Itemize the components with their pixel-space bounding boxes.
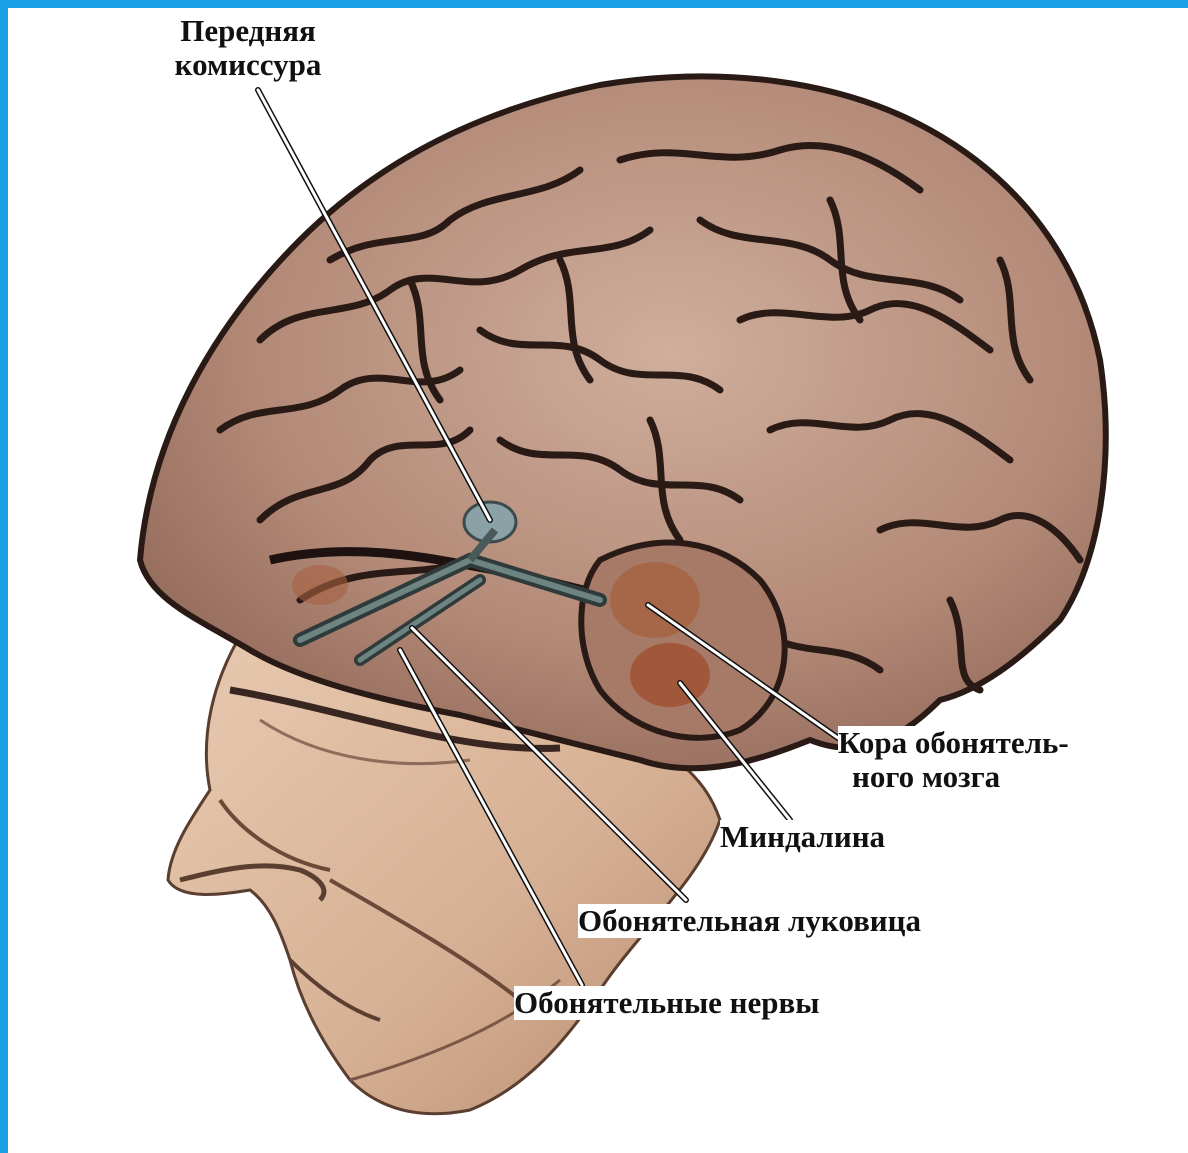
label-amygdala: Миндалина — [720, 820, 885, 854]
label-olfactory-bulb: Обонятельная луковица — [578, 904, 921, 938]
label-olfactory-nerves-text: Обонятельные нервы — [514, 986, 820, 1020]
olfactory-cortex-area — [610, 562, 700, 638]
label-olfactory-nerves: Обонятельные нервы — [514, 986, 820, 1020]
label-olfactory-bulb-text: Обонятельная луковица — [578, 904, 921, 938]
frontal-reddish-area — [292, 565, 348, 605]
label-olfactory-cortex-line2: ного мозга — [838, 760, 1158, 794]
label-anterior-commissure-line1: Передняя — [148, 14, 348, 48]
label-anterior-commissure-line2: комиссура — [148, 48, 348, 82]
amygdala-area — [630, 643, 710, 707]
label-anterior-commissure: Передняя комиссура — [148, 14, 348, 82]
label-olfactory-cortex: Кора обонятель- ного мозга — [838, 726, 1158, 794]
label-olfactory-cortex-line1: Кора обонятель- — [838, 726, 1158, 760]
label-amygdala-text: Миндалина — [720, 820, 885, 854]
